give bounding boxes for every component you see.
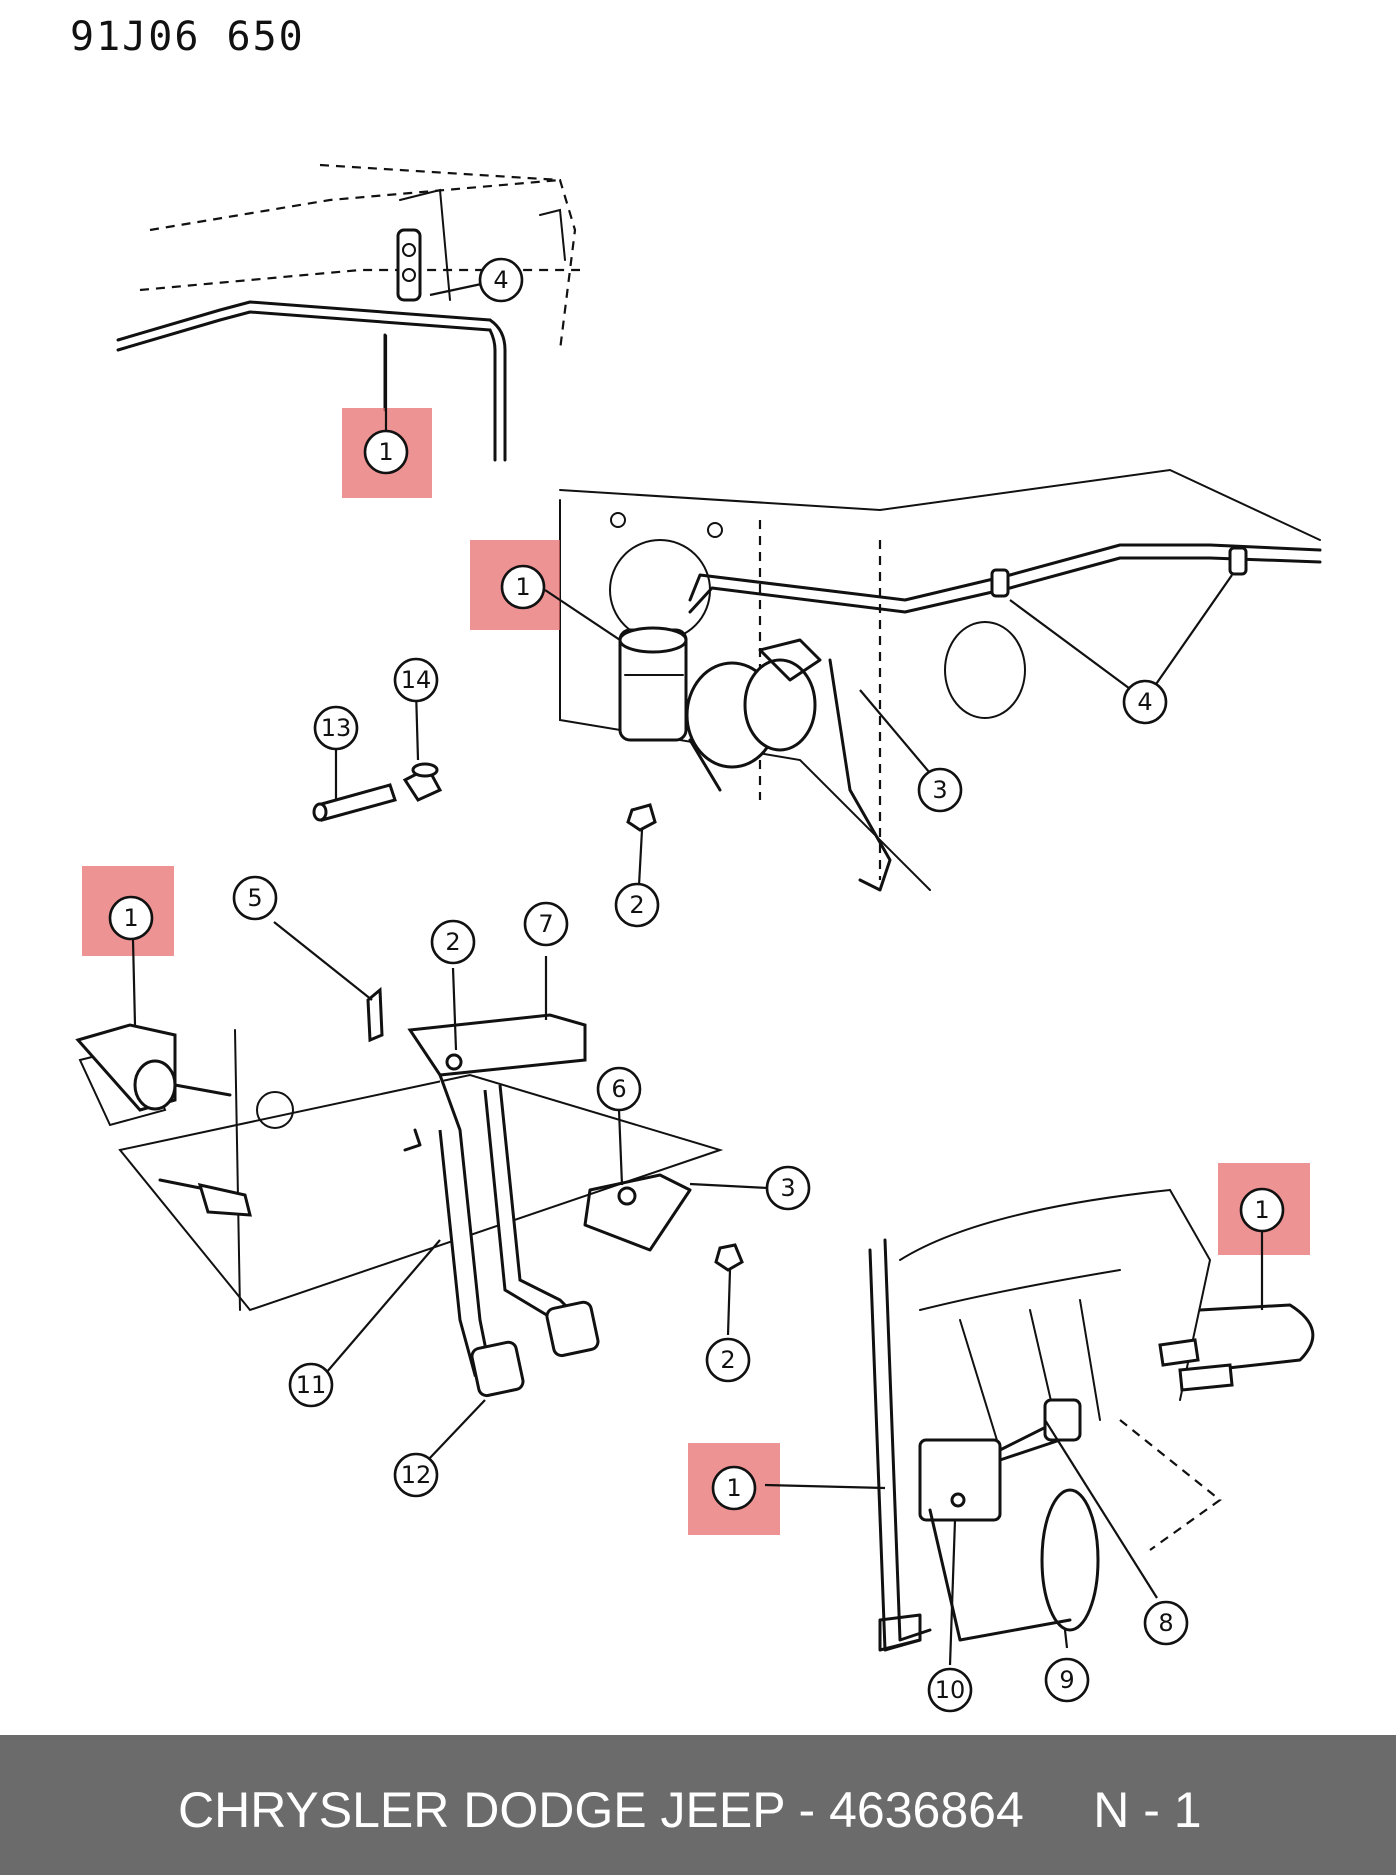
svg-text:2: 2	[629, 891, 644, 919]
transmission-view	[868, 1188, 1315, 1652]
svg-text:11: 11	[296, 1371, 327, 1399]
highlight-boxes	[82, 408, 1310, 1535]
svg-text:7: 7	[538, 910, 553, 938]
callout-2: 2	[614, 882, 660, 928]
callout-13: 13	[313, 705, 359, 751]
callout-11: 11	[288, 1362, 334, 1408]
callout-2: 2	[705, 1337, 751, 1383]
clutch-hydraulic-diagram: 1 1 1 1 1 2 2 2 3 3 4 4 5 6 7 8 9 10 11 …	[75, 163, 1322, 1713]
svg-text:4: 4	[1137, 688, 1152, 716]
callouts: 1 1 1 1 1 2 2 2 3 3 4 4 5 6 7 8 9 10 11 …	[108, 257, 1285, 1713]
svg-text:6: 6	[611, 1075, 626, 1103]
svg-text:8: 8	[1158, 1609, 1173, 1637]
svg-text:2: 2	[720, 1346, 735, 1374]
svg-text:13: 13	[321, 714, 352, 742]
upper-right-view	[559, 468, 1322, 892]
callout-1: 1	[500, 564, 546, 610]
callout-3: 3	[765, 1165, 811, 1211]
svg-text:1: 1	[378, 438, 393, 466]
svg-text:5: 5	[247, 884, 262, 912]
callout-2: 2	[430, 919, 476, 965]
loose-parts	[312, 762, 443, 822]
footer-bar: CHRYSLER DODGE JEEP - 4636864 N - 1	[0, 1735, 1396, 1875]
callout-3: 3	[917, 767, 963, 813]
callout-10: 10	[927, 1667, 973, 1713]
svg-text:1: 1	[515, 573, 530, 601]
svg-text:14: 14	[401, 666, 432, 694]
callout-7: 7	[523, 901, 569, 947]
drawing-code: 91J06 650	[70, 14, 305, 60]
callout-8: 8	[1143, 1600, 1189, 1646]
callout-12: 12	[393, 1452, 439, 1498]
svg-text:1: 1	[123, 904, 138, 932]
pedal-assembly-view	[75, 986, 744, 1398]
footer-caption: CHRYSLER DODGE JEEP - 4636864 N - 1	[178, 1782, 1202, 1838]
callout-4: 4	[1122, 679, 1168, 725]
svg-text:1: 1	[726, 1474, 741, 1502]
callout-4: 4	[478, 257, 524, 303]
svg-text:10: 10	[935, 1676, 966, 1704]
svg-text:1: 1	[1254, 1196, 1269, 1224]
svg-text:3: 3	[932, 776, 947, 804]
callout-14: 14	[393, 657, 439, 703]
callout-1: 1	[1239, 1187, 1285, 1233]
svg-text:4: 4	[493, 266, 508, 294]
callout-1: 1	[711, 1465, 757, 1511]
callout-6: 6	[596, 1066, 642, 1112]
leader-lines	[131, 278, 1264, 1666]
callout-1: 1	[363, 429, 409, 475]
callout-1: 1	[108, 895, 154, 941]
callout-9: 9	[1044, 1657, 1090, 1703]
svg-text:9: 9	[1059, 1666, 1074, 1694]
svg-text:2: 2	[445, 928, 460, 956]
svg-text:12: 12	[401, 1461, 432, 1489]
callout-5: 5	[232, 875, 278, 921]
svg-text:3: 3	[780, 1174, 795, 1202]
